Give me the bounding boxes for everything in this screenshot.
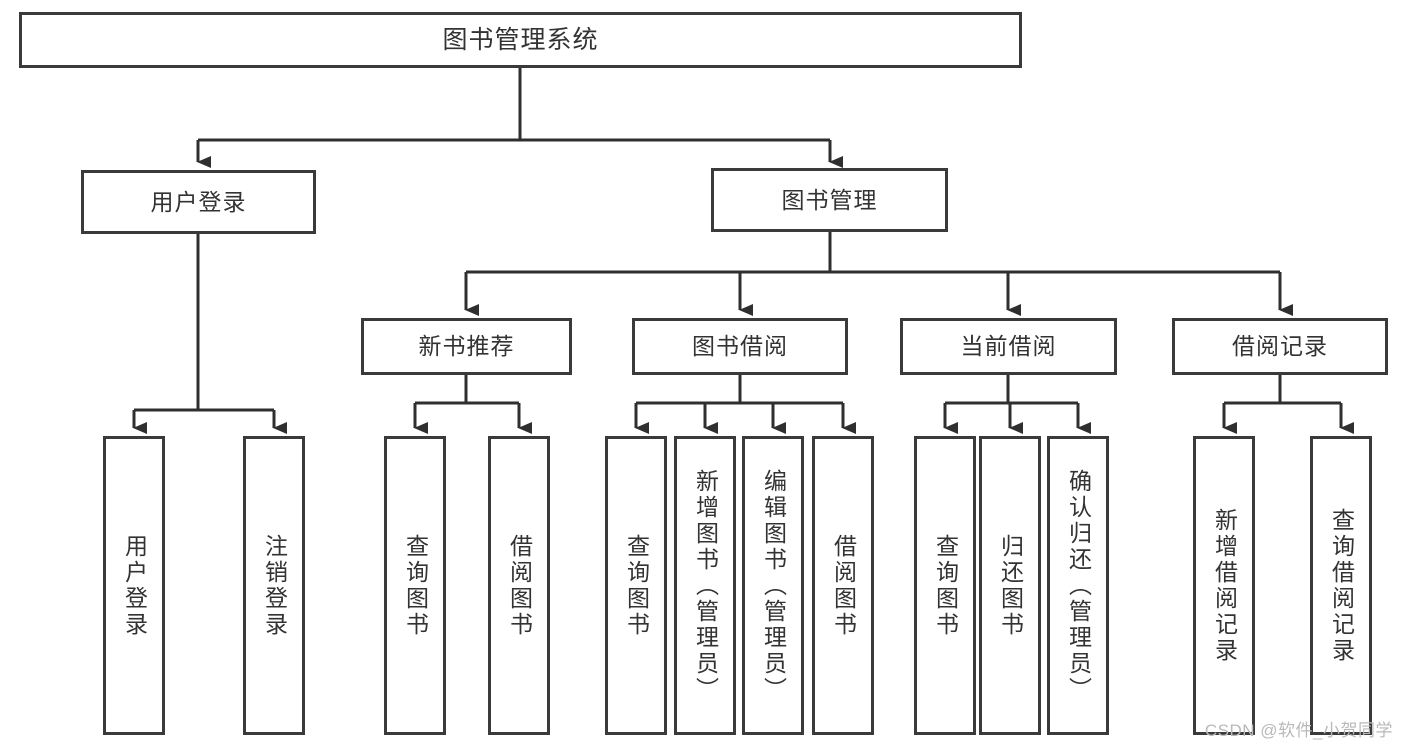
- leaf-currentborrow-confirm-return[interactable]: 确认归还（管理员）: [1047, 436, 1109, 735]
- node-user-login[interactable]: 用户登录: [81, 170, 316, 234]
- leaf-bookborrow-borrow-book[interactable]: 借阅图书: [812, 436, 874, 735]
- leaf-logout-label: 注销登录: [261, 533, 288, 638]
- leaf-logout[interactable]: 注销登录: [243, 436, 305, 735]
- node-book-borrow[interactable]: 图书借阅: [632, 318, 848, 375]
- node-root-label: 图书管理系统: [442, 25, 599, 54]
- node-book-management[interactable]: 图书管理: [711, 168, 948, 232]
- node-current-borrow-label: 当前借阅: [960, 333, 1057, 360]
- node-borrow-record-label: 借阅记录: [1232, 333, 1328, 360]
- node-book-borrow-label: 图书借阅: [692, 333, 788, 360]
- leaf-bookborrow-query-book[interactable]: 查询图书: [605, 436, 667, 735]
- node-user-login-label: 用户登录: [150, 188, 247, 215]
- leaf-borrowrecord-add-record-label: 新增借阅记录: [1211, 507, 1238, 664]
- leaf-borrowrecord-query-record[interactable]: 查询借阅记录: [1310, 436, 1372, 735]
- leaf-bookborrow-query-book-label: 查询图书: [623, 533, 650, 638]
- node-book-management-label: 图书管理: [781, 186, 878, 213]
- leaf-newbook-borrow-book[interactable]: 借阅图书: [488, 436, 550, 735]
- leaf-bookborrow-edit-book-label: 编辑图书（管理员）: [760, 468, 787, 703]
- node-root[interactable]: 图书管理系统: [19, 12, 1022, 68]
- leaf-newbook-query-book-label: 查询图书: [402, 533, 429, 638]
- node-new-book-recommend[interactable]: 新书推荐: [361, 318, 572, 375]
- leaf-currentborrow-query-book[interactable]: 查询图书: [914, 436, 976, 735]
- leaf-currentborrow-query-book-label: 查询图书: [932, 533, 959, 638]
- leaf-bookborrow-add-book-label: 新增图书（管理员）: [692, 468, 719, 703]
- leaf-currentborrow-return-book[interactable]: 归还图书: [979, 436, 1041, 735]
- leaf-bookborrow-add-book[interactable]: 新增图书（管理员）: [674, 436, 736, 735]
- leaf-bookborrow-edit-book[interactable]: 编辑图书（管理员）: [742, 436, 804, 735]
- node-borrow-record[interactable]: 借阅记录: [1172, 318, 1388, 375]
- leaf-newbook-query-book[interactable]: 查询图书: [384, 436, 446, 735]
- leaf-currentborrow-confirm-return-label: 确认归还（管理员）: [1065, 468, 1092, 703]
- leaf-currentborrow-return-book-label: 归还图书: [997, 533, 1024, 638]
- leaf-newbook-borrow-book-label: 借阅图书: [506, 533, 533, 638]
- leaf-user-login-label: 用户登录: [121, 533, 148, 638]
- node-current-borrow[interactable]: 当前借阅: [900, 318, 1117, 375]
- node-new-book-recommend-label: 新书推荐: [418, 333, 515, 360]
- leaf-user-login[interactable]: 用户登录: [103, 436, 165, 735]
- leaf-bookborrow-borrow-book-label: 借阅图书: [830, 533, 857, 638]
- leaf-borrowrecord-query-record-label: 查询借阅记录: [1328, 507, 1355, 664]
- leaf-borrowrecord-add-record[interactable]: 新增借阅记录: [1193, 436, 1255, 735]
